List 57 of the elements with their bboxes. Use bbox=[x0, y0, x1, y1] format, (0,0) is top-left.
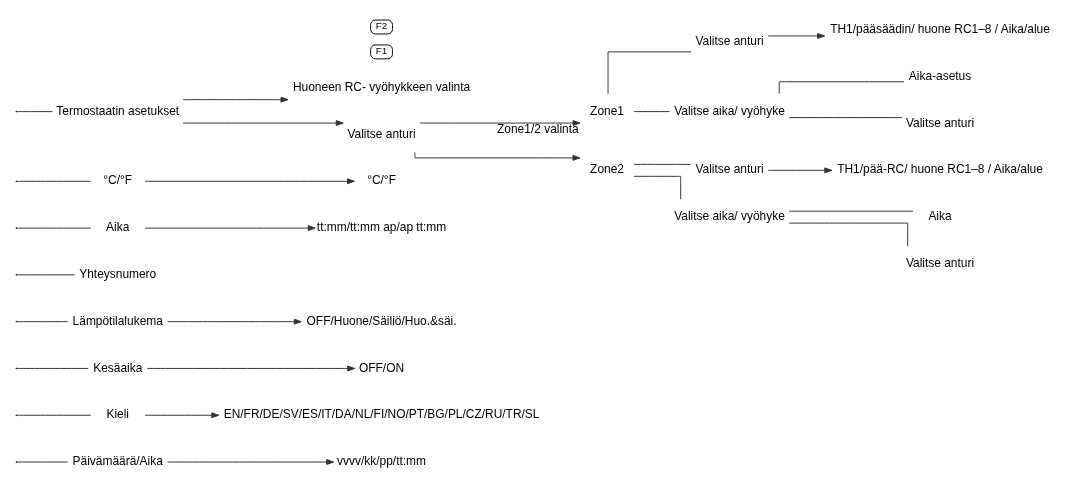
node-text: OFF/Huone/Säiliö/Huo.&säi. bbox=[306, 313, 457, 328]
node-text: Lämpötilalukema bbox=[72, 313, 163, 328]
connector bbox=[16, 274, 75, 276]
node-text: Valitse anturi bbox=[694, 34, 764, 49]
arrow bbox=[419, 120, 580, 126]
node-text: Zone2 bbox=[589, 162, 624, 177]
node-text: Kesäaika bbox=[92, 360, 142, 375]
arrow bbox=[144, 225, 316, 231]
arrow bbox=[181, 96, 288, 103]
connector bbox=[633, 111, 670, 113]
arrow bbox=[181, 120, 344, 126]
arrow bbox=[146, 365, 355, 372]
node-text: Aika-asetus bbox=[908, 68, 971, 83]
node-text: Valitse anturi bbox=[905, 115, 974, 130]
node-box: F1 bbox=[369, 44, 393, 60]
connector bbox=[633, 175, 681, 200]
connector bbox=[16, 321, 68, 323]
connector bbox=[788, 222, 908, 247]
connector bbox=[16, 227, 91, 229]
arrow bbox=[144, 178, 355, 185]
arrow bbox=[144, 412, 219, 419]
node-text: °C/°F bbox=[366, 173, 396, 188]
connector bbox=[16, 180, 91, 182]
node-text: Valitse anturi bbox=[905, 256, 974, 271]
arrow bbox=[166, 459, 334, 465]
node-box: F2 bbox=[369, 19, 393, 35]
connector bbox=[788, 210, 914, 212]
arrow bbox=[166, 318, 302, 325]
node-text: TH1/pääsäädin/ huone RC1–8 / Aika/alue bbox=[829, 22, 1050, 37]
arrow bbox=[767, 167, 832, 174]
node-text: Zone1 bbox=[589, 103, 624, 118]
connector bbox=[788, 117, 902, 119]
node-text: Valitse aika/ vyöhyke bbox=[673, 103, 785, 118]
node-text: EN/FR/DE/SV/ES/IT/DA/NL/FI/NO/PT/BG/PL/CZ/RU/TR/SL bbox=[223, 407, 539, 422]
arrow bbox=[767, 33, 825, 39]
connector bbox=[633, 163, 691, 165]
node-text: Aika bbox=[927, 209, 952, 224]
connector bbox=[16, 461, 68, 463]
connector bbox=[16, 111, 53, 113]
node-text: Huoneen RC- vyöhykkeen valinta bbox=[292, 79, 470, 94]
connector bbox=[16, 367, 89, 369]
node-text: TH1/pää-RC/ huone RC1–8 / Aika/alue bbox=[836, 162, 1043, 177]
node-text: Kieli bbox=[105, 407, 129, 422]
node-text: Valitse anturi bbox=[694, 162, 764, 177]
node-text: vvvv/kk/pp/tt:mm bbox=[336, 454, 426, 469]
node-text: Termostaatin asetukset bbox=[55, 103, 179, 118]
node-text: Valitse aika/ vyöhyke bbox=[673, 209, 785, 224]
node-text: OFF/ON bbox=[358, 360, 404, 375]
edge-label: Zone1/2 valinta bbox=[496, 121, 579, 136]
node-text: tt:mm/tt:mm ap/ap tt:mm bbox=[316, 220, 446, 235]
node-text: Päivämäärä/Aika bbox=[72, 454, 163, 469]
node-text: Valitse anturi bbox=[346, 126, 416, 141]
connector bbox=[16, 414, 91, 416]
connector bbox=[607, 51, 692, 95]
node-text: Yhteysnumero bbox=[78, 266, 156, 281]
node-text: °C/°F bbox=[102, 173, 132, 188]
node-text: Aika bbox=[105, 220, 129, 235]
